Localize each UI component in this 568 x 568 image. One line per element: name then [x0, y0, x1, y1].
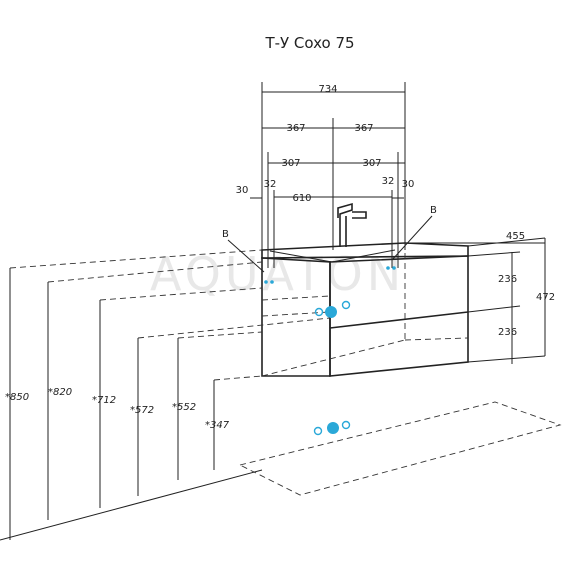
svg-text:B: B	[222, 229, 229, 240]
cabinet	[261, 202, 469, 377]
right-dimensions: 455 236 236 472	[405, 231, 555, 364]
height-347-label: *347	[205, 420, 230, 431]
lower-drawer-height-label: 236	[498, 327, 517, 338]
width-sub-right-label: 307	[362, 158, 381, 169]
height-820-label: *820	[48, 387, 72, 398]
connection-points-upper	[314, 300, 351, 318]
total-height-label: 472	[536, 292, 555, 303]
width-total-label: 734	[318, 84, 337, 95]
width-half-left-label: 367	[286, 123, 305, 134]
width-bowl-label: 610	[292, 193, 311, 204]
offset-32-left-label: 32	[264, 179, 277, 190]
marker-b-right: B	[386, 205, 437, 270]
height-552-label: *552	[172, 402, 196, 413]
drawing-title: Т-У Coxo 75	[264, 34, 354, 52]
offset-32-right-label: 32	[382, 176, 395, 187]
hidden-lines	[261, 243, 469, 377]
left-dimensions: *850 *820 *712 *572 *552 *347	[0, 249, 331, 541]
height-712-label: *712	[92, 395, 116, 406]
width-sub-left-label: 307	[281, 158, 300, 169]
top-dimensions: 734 367 367 307 307 610 30 32 32 30	[236, 82, 415, 268]
svg-text:B: B	[430, 205, 437, 216]
floor-outline	[238, 401, 562, 496]
depth-label: 455	[506, 231, 525, 242]
watermark: AQUATON	[150, 247, 405, 301]
height-572-label: *572	[130, 405, 154, 416]
width-half-right-label: 367	[354, 123, 373, 134]
upper-drawer-height-label: 236	[498, 274, 517, 285]
height-850-label: *850	[5, 392, 29, 403]
marker-b-left: B	[222, 229, 274, 284]
connection-points-lower	[313, 420, 351, 436]
offset-30-left-label: 30	[236, 185, 249, 196]
offset-30-right-label: 30	[402, 179, 415, 190]
